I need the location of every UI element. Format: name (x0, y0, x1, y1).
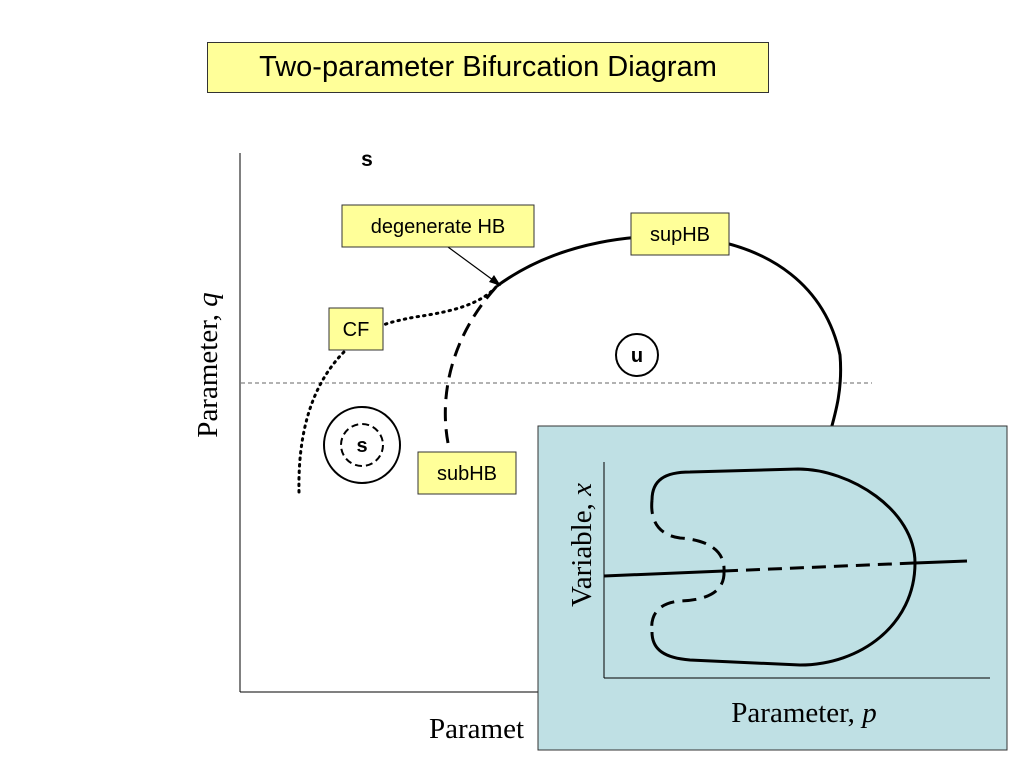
region-top-label: s (361, 148, 373, 171)
suphb-label: supHB (650, 224, 710, 246)
region-unstable-label: u (631, 345, 643, 367)
inset-y-axis-label-text: Variable, (566, 496, 598, 607)
suphb-curve (496, 234, 843, 441)
inset-upper-cycle-branch (650, 467, 917, 667)
diagram-title: Two-parameter Bifurcation Diagram (207, 42, 769, 93)
suphb-box (630, 212, 730, 256)
cf-curve (297, 284, 499, 494)
degenerate-hb-arrow (447, 246, 498, 284)
unstable-region-marker (615, 333, 659, 377)
inset-stable-branch (603, 569, 725, 578)
inset-panel: Variable, x Parameter, p (537, 425, 1008, 751)
inset-background (537, 425, 1008, 751)
inset-unstable-cycle-upper (650, 499, 726, 572)
inset-y-axis-var: x (566, 483, 598, 497)
inset-unstable-cycle-lower (650, 570, 726, 633)
stable-region-marker (323, 406, 401, 484)
cf-box (328, 307, 384, 351)
main-y-axis-var: q (192, 292, 224, 307)
cf-label: CF (343, 319, 370, 341)
main-x-axis-label: Paramet (429, 713, 524, 745)
inset-x-axis-label-text: Parameter, (731, 697, 862, 729)
subhb-box (417, 451, 517, 495)
arrowhead-icon (489, 275, 501, 286)
stable-limit-cycle-icon (340, 423, 384, 467)
inset-unstable-branch (723, 561, 916, 573)
subhb-curve (443, 284, 499, 444)
degenerate-hb-box (341, 204, 535, 248)
inset-x-axis-label: Parameter, p (731, 697, 876, 729)
main-y-axis-label-text: Parameter, (192, 307, 224, 438)
main-y-axis-label: Parameter, q (192, 292, 224, 437)
region-stable-label: s (356, 435, 367, 457)
inset-x-axis-var: p (860, 697, 877, 729)
subhb-label: subHB (437, 463, 497, 485)
degenerate-hb-label: degenerate HB (371, 216, 506, 238)
inset-stable-branch-right (914, 559, 968, 565)
inset-y-axis-label: Variable, x (566, 483, 598, 607)
